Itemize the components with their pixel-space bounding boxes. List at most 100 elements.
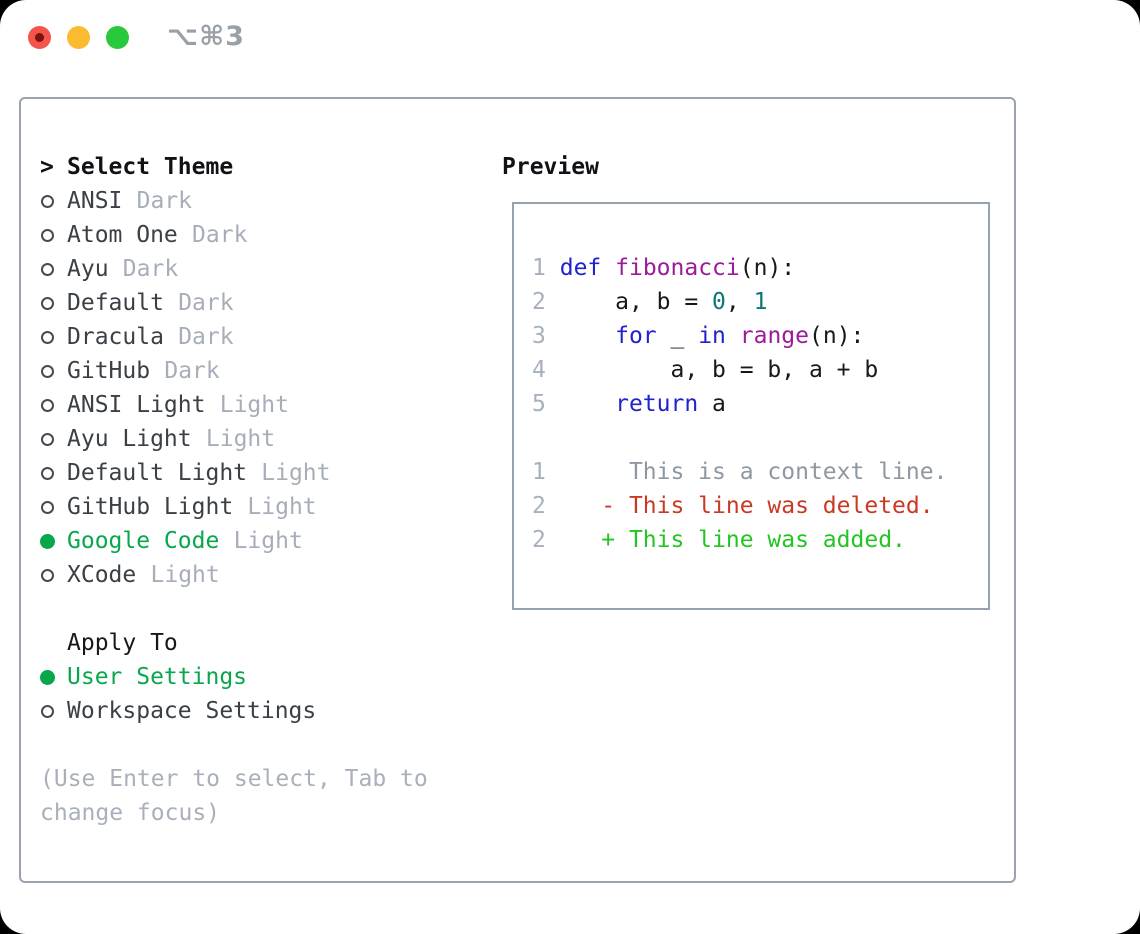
theme-label: Google Code [67,528,220,554]
zoom-button[interactable] [106,26,129,49]
theme-variant-label: Light [150,562,220,588]
theme-variant-label: Light [219,392,289,418]
theme-variant-label: Dark [164,358,220,384]
theme-label: Dracula [67,324,164,350]
code-token-pl: a, b = [545,289,713,315]
code-token-fn: fibonacci [615,255,740,281]
radio-icon [41,398,54,412]
theme-option-github-dark[interactable]: GitHub Dark [40,354,331,388]
line-number: 2 [532,289,546,315]
code-token-del: - This line was deleted. [601,493,934,519]
radio-icon [41,364,54,378]
code-token-pl: a [698,391,726,417]
theme-variant-label: Light [205,426,276,452]
window-shortcut-label: ⌥⌘3 [167,21,245,52]
apply-option-user-settings[interactable]: User Settings [40,660,316,694]
theme-option-github-light-light[interactable]: GitHub Light Light [40,490,331,524]
code-token-pl: a, b = b, a + b [545,357,879,383]
line-number: 1 [532,459,546,485]
code-token-pl: (n): [739,255,796,281]
code-token-pl: _ [656,323,699,349]
apply-option-workspace-settings[interactable]: Workspace Settings [40,694,316,728]
theme-variant-label: Dark [192,222,248,248]
radio-icon [41,194,54,208]
apply-to-title: Apply To [67,630,178,656]
code-line: 4 a, b = b, a + b [532,353,988,387]
code-token-kw: def [559,255,602,281]
theme-option-default-light-light[interactable]: Default Light Light [40,456,331,490]
code-token-pl [726,323,740,349]
line-number: 2 [532,527,546,553]
radio-icon [41,296,54,310]
code-token-kw: return [615,391,699,417]
theme-option-google-code-light[interactable]: Google Code Light [40,524,331,558]
radio-icon [41,500,54,514]
titlebar: ⌥⌘3 [0,0,1140,75]
line-number: 3 [532,323,546,349]
apply-option-label: Workspace Settings [67,698,317,724]
theme-label: Ayu [67,256,109,282]
theme-list-header: > Select Theme [40,150,331,184]
code-line: 3 for _ in range(n): [532,319,988,353]
radio-icon [41,704,54,718]
apply-to-header: Apply To [40,626,316,660]
theme-label: GitHub [67,358,151,384]
radio-icon [41,466,54,480]
code-token-pl: , [725,289,754,315]
theme-label: Default Light [67,460,248,486]
code-line: 1 This is a context line. [532,455,988,489]
theme-variant-label: Dark [178,324,234,350]
radio-selected-icon [40,533,55,549]
code-token-add: + This line was added. [601,527,906,553]
code-token-lit: 1 [753,289,768,315]
theme-variant-label: Light [247,494,317,520]
minimize-button[interactable] [67,26,90,49]
code-line: 2 a, b = 0, 1 [532,285,988,319]
radio-icon [41,432,54,446]
apply-option-label: User Settings [67,664,248,690]
help-text: (Use Enter to select, Tab to change focu… [40,766,428,826]
close-button[interactable] [28,26,51,49]
code-line [532,421,988,455]
theme-variant-label: Dark [122,256,179,282]
theme-option-ayu-light-light[interactable]: Ayu Light Light [40,422,331,456]
radio-icon [41,262,54,276]
radio-icon [41,228,54,242]
code-token-pl: (n): [809,323,865,349]
line-number: 2 [532,493,546,519]
code-token-pl [601,255,615,281]
theme-variant-label: Light [233,528,303,554]
theme-variant-label: Dark [136,188,193,214]
code-token-lit: 0 [712,289,726,315]
theme-label: GitHub Light [67,494,234,520]
theme-option-xcode-light[interactable]: XCode Light [40,558,331,592]
code-token-pl [546,255,560,281]
theme-option-ansi-dark[interactable]: ANSI Dark [40,184,331,218]
line-number: 4 [532,357,546,383]
code-token-pl [546,391,615,417]
line-number: 1 [532,255,546,281]
theme-variant-label: Dark [178,290,234,316]
theme-label: ANSI [67,188,123,214]
theme-option-ayu-dark[interactable]: Ayu Dark [40,252,331,286]
code-token-pl [546,323,615,349]
code-token-ctx: This is a context line. [545,459,948,485]
prompt-icon: > [40,154,54,180]
code-token-kw: in [698,323,726,349]
code-token-pl [546,527,601,553]
theme-list-title: Select Theme [67,154,234,180]
theme-label: XCode [67,562,137,588]
theme-variant-label: Light [261,460,331,486]
line-number: 5 [532,391,546,417]
theme-option-dracula-dark[interactable]: Dracula Dark [40,320,331,354]
theme-label: Ayu Light [67,426,192,452]
radio-icon [41,330,54,344]
